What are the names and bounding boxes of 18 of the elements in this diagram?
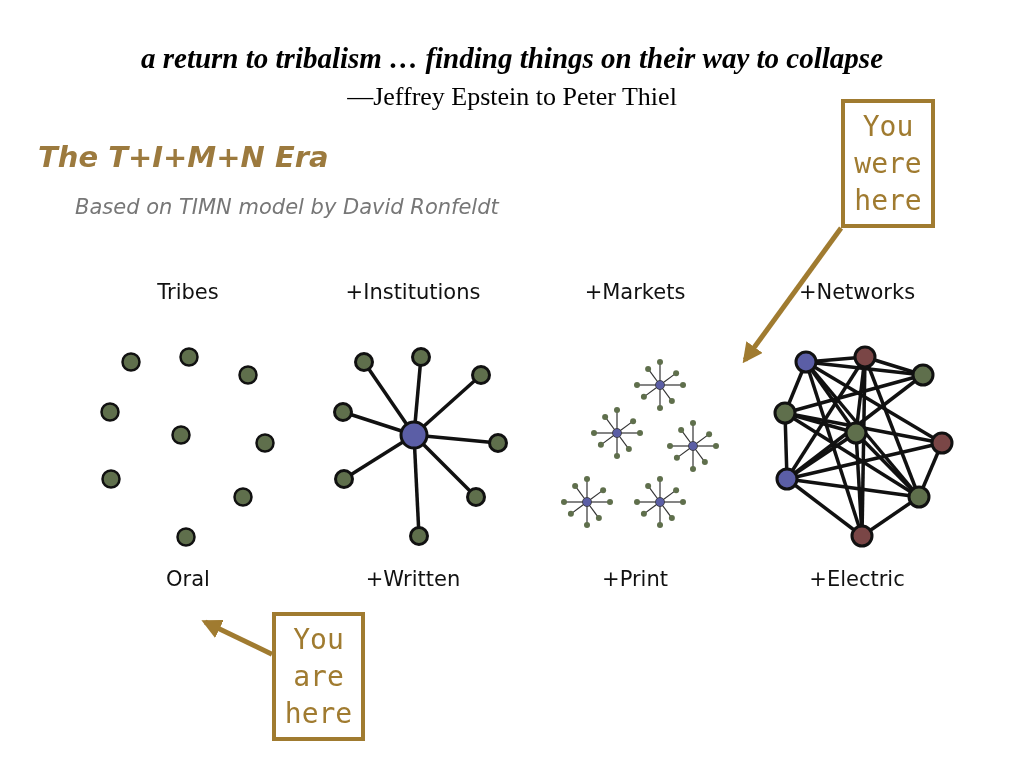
column-label: Oral bbox=[166, 567, 210, 591]
column-label: +Markets bbox=[584, 280, 686, 304]
subtitle: Based on TIMN model by David Ronfeldt bbox=[75, 195, 499, 219]
callout-text: You were here bbox=[853, 109, 923, 219]
column-label: +Networks bbox=[798, 280, 916, 304]
arrow bbox=[742, 226, 844, 364]
column-label: +Written bbox=[365, 567, 461, 591]
column-label: +Institutions bbox=[345, 280, 481, 304]
arrow bbox=[201, 619, 274, 657]
heading: The T+I+M+N Era bbox=[38, 140, 329, 174]
column-label: +Electric bbox=[809, 567, 905, 591]
quote-attribution: —Jeffrey Epstein to Peter Thiel bbox=[347, 82, 677, 112]
quote-title: a return to tribalism … finding things on their way to collapse bbox=[139, 42, 885, 75]
column-label: Tribes bbox=[157, 280, 219, 304]
callout-box bbox=[272, 612, 365, 741]
callout-box bbox=[841, 99, 935, 228]
callout-text: You are here bbox=[283, 622, 354, 732]
column-label: +Print bbox=[602, 567, 668, 591]
